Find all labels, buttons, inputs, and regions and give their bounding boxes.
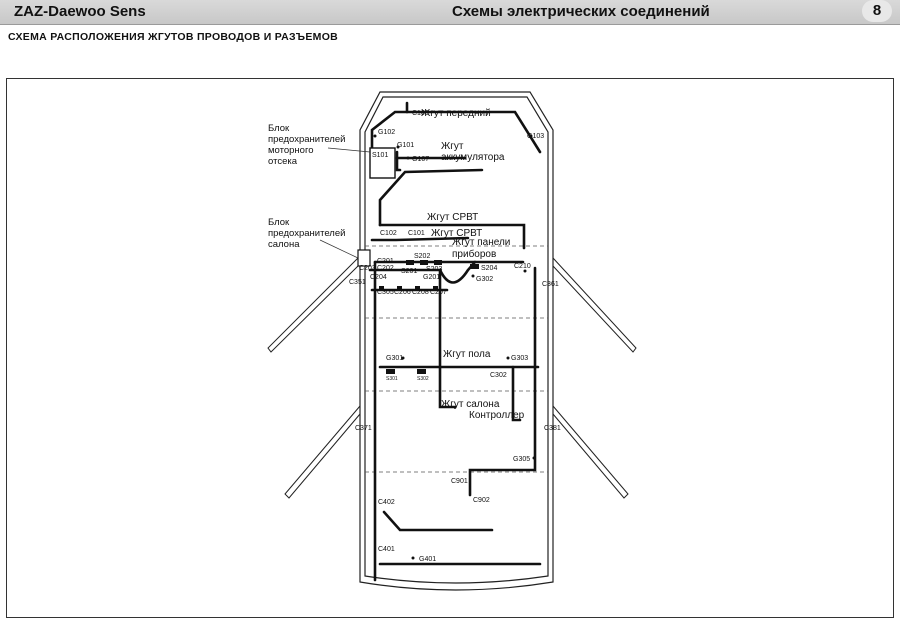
connector-c351: C351 xyxy=(349,279,366,286)
connector-s301: S301 xyxy=(386,376,398,382)
page-number: 8 xyxy=(862,0,892,22)
engine-fuse-callout: Блок предохранителей моторного отсека xyxy=(268,123,348,167)
connector-c201: C201 xyxy=(377,258,394,265)
rear-left-door xyxy=(284,405,361,499)
connector-c101: C101 xyxy=(408,230,425,237)
label-srvt-harness-1: Жгут СРВТ xyxy=(427,212,478,223)
connector-c305: C305 xyxy=(377,289,394,296)
connector-g401: G401 xyxy=(419,556,436,563)
label-srvt-harness-2: Жгут СРВТ xyxy=(431,228,482,239)
connector-c302: C302 xyxy=(490,372,507,379)
connector-s202: S202 xyxy=(414,253,430,260)
connector-g102: G102 xyxy=(378,129,395,136)
section-dividers xyxy=(365,245,548,473)
connector-s203: S203 xyxy=(426,266,442,273)
label-battery-harness-1: Жгут xyxy=(441,141,464,152)
label-floor-harness: Жгут пола xyxy=(443,349,491,360)
label-front-harness: Жгут передний xyxy=(421,108,491,119)
connector-c203: C203 xyxy=(359,265,376,272)
section-title: Схемы электрических соединений xyxy=(452,3,710,20)
connector-c402: C402 xyxy=(378,499,395,506)
connector-g303: G303 xyxy=(511,355,528,362)
connector-c361: C361 xyxy=(542,281,559,288)
rear-right-door xyxy=(552,405,629,499)
connector-markers xyxy=(373,134,536,560)
connector-g301: G301 xyxy=(386,355,403,362)
brand-title: ZAZ-Daewoo Sens xyxy=(14,3,146,20)
connector-g305: G305 xyxy=(513,456,530,463)
connector-g107: G107 xyxy=(412,156,429,163)
page-heading: СХЕМА РАСПОЛОЖЕНИЯ ЖГУТОВ ПРОВОДОВ И РАЗ… xyxy=(8,31,339,43)
connector-c204: C204 xyxy=(370,274,387,281)
connector-c210: C210 xyxy=(514,263,531,270)
connector-c401: C401 xyxy=(378,546,395,553)
label-panel-harness-2: приборов xyxy=(452,248,496,260)
page-header: ZAZ-Daewoo Sens Схемы электрических соед… xyxy=(0,0,900,25)
wiring-harnesses xyxy=(368,101,542,582)
connector-g103: G103 xyxy=(527,133,544,140)
connector-c103: C103 xyxy=(412,110,429,117)
front-right-door xyxy=(552,257,637,353)
front-left-door xyxy=(267,257,359,353)
connector-c901: C901 xyxy=(451,478,468,485)
connector-s204: S204 xyxy=(481,265,497,272)
connector-c202: C202 xyxy=(377,265,394,272)
cabin-fuse-block xyxy=(357,249,371,267)
connector-c102: C102 xyxy=(380,230,397,237)
connector-c208: C208 xyxy=(412,289,429,296)
connector-s201: S201 xyxy=(401,268,417,275)
label-battery-harness-2: аккумулятора xyxy=(441,152,505,163)
label-controller: Контроллер xyxy=(469,410,525,421)
label-panel-harness-1: Жгут панели xyxy=(452,237,510,248)
connector-c371: C371 xyxy=(355,425,372,432)
connector-c381: C381 xyxy=(544,425,561,432)
label-cabin-harness: Жгут салона xyxy=(441,399,500,410)
connector-s302: S302 xyxy=(417,376,429,382)
connector-c206: C206 xyxy=(394,289,411,296)
connector-c902: C902 xyxy=(473,497,490,504)
diagram-frame xyxy=(6,78,894,618)
connector-s101: S101 xyxy=(372,152,388,159)
connector-g101: G101 xyxy=(397,142,414,149)
engine-fuse-block xyxy=(369,147,396,179)
connector-g201: G201 xyxy=(423,274,440,281)
callout-leaders xyxy=(319,147,371,259)
connector-g302: G302 xyxy=(476,276,493,283)
car-body-outline xyxy=(359,91,554,591)
connector-c207: C207 xyxy=(430,289,447,296)
cabin-fuse-callout: Блок предохранителей салона xyxy=(268,217,348,250)
